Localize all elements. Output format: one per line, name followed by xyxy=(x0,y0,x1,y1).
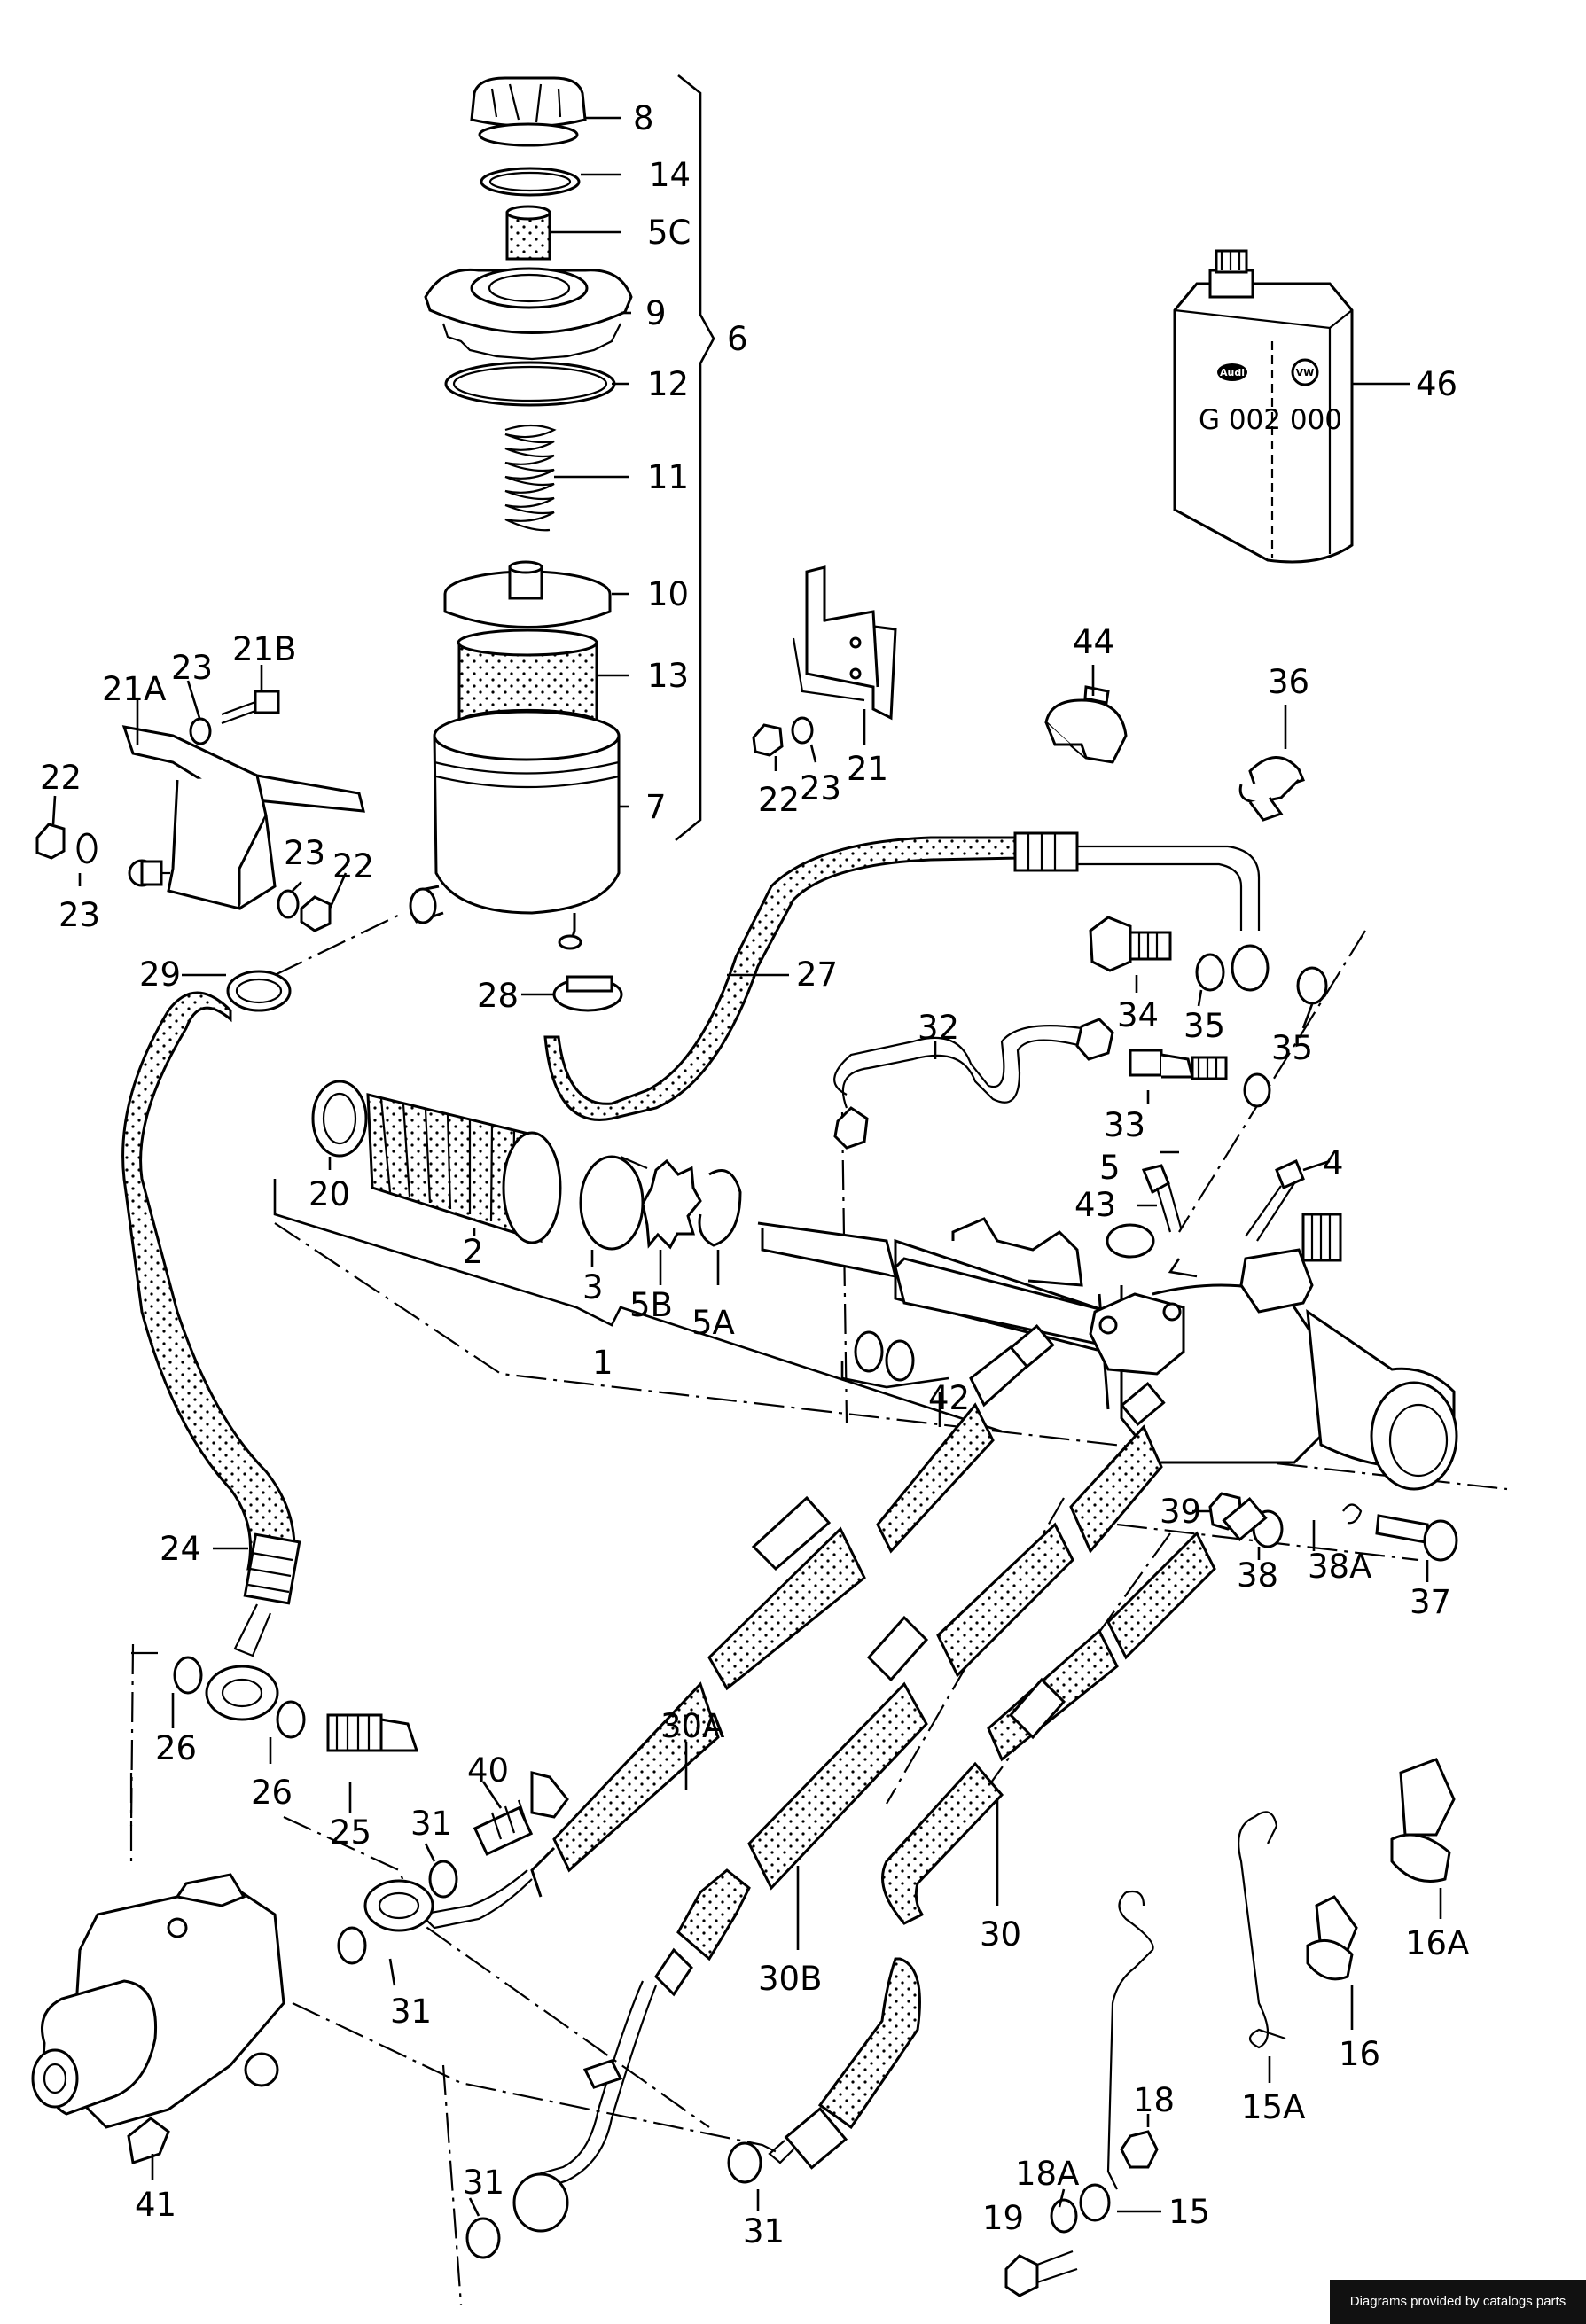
label-6: 6 xyxy=(727,320,748,358)
filter-element xyxy=(457,628,598,737)
reservoir-body xyxy=(409,710,621,950)
clamp-44 xyxy=(1044,665,1128,764)
label-22-bracket: 22 xyxy=(758,781,800,819)
can-logo-right: VW xyxy=(1296,367,1315,378)
label-35-right: 35 xyxy=(1271,1029,1313,1067)
retaining-clips xyxy=(1004,1758,1456,2297)
label-7: 7 xyxy=(645,788,667,826)
label-25: 25 xyxy=(330,1813,371,1852)
sealing-ring xyxy=(444,361,616,407)
label-31-c: 31 xyxy=(463,2164,504,2202)
pipe-32 xyxy=(833,1018,1271,1150)
label-23-top: 23 xyxy=(171,649,213,687)
spring xyxy=(504,424,557,532)
label-31-b: 31 xyxy=(390,1993,432,2031)
label-38: 38 xyxy=(1237,1556,1278,1595)
label-21b: 21B xyxy=(232,630,296,668)
label-36: 36 xyxy=(1268,663,1309,701)
label-5b: 5B xyxy=(629,1286,673,1324)
bracket-21a-group xyxy=(35,665,365,932)
label-5a: 5A xyxy=(691,1304,735,1342)
clamp-28 xyxy=(521,975,623,1012)
bracket-21-group xyxy=(752,565,897,771)
clamp-36 xyxy=(1238,705,1306,822)
label-33: 33 xyxy=(1104,1106,1145,1144)
label-5: 5 xyxy=(1099,1149,1121,1187)
label-32: 32 xyxy=(918,1009,959,1047)
label-21: 21 xyxy=(847,750,888,788)
label-24: 24 xyxy=(160,1530,201,1568)
hose-30b xyxy=(512,1381,1166,2233)
hose-30 xyxy=(768,1496,1268,2170)
label-2: 2 xyxy=(463,1233,484,1271)
reservoir-lid xyxy=(424,267,633,361)
hose-30a xyxy=(363,1323,1055,1932)
label-30a: 30A xyxy=(660,1707,724,1745)
label-42: 42 xyxy=(928,1379,970,1417)
oil-can: Audi VW G 002 000 xyxy=(1173,249,1410,564)
power-steering-pump xyxy=(31,1873,285,2180)
label-44: 44 xyxy=(1073,623,1114,661)
label-5c: 5C xyxy=(647,214,691,252)
label-23-bracket: 23 xyxy=(800,769,841,807)
label-23-left: 23 xyxy=(59,896,100,934)
label-18: 18 xyxy=(1133,2081,1175,2119)
can-code: G 002 000 xyxy=(1199,404,1342,436)
label-43: 43 xyxy=(1074,1186,1116,1224)
reservoir-cap xyxy=(470,76,587,147)
boot-parts xyxy=(273,1080,1003,1433)
label-22-right: 22 xyxy=(332,847,374,885)
label-31-d: 31 xyxy=(743,2212,785,2250)
label-27: 27 xyxy=(796,955,838,994)
label-9: 9 xyxy=(645,294,667,332)
label-28: 28 xyxy=(477,977,519,1015)
label-37: 37 xyxy=(1410,1583,1451,1621)
fittings-left xyxy=(171,1656,762,2259)
label-23-right: 23 xyxy=(284,834,325,872)
part-labels: 8 14 5C 9 6 12 11 10 13 7 46 44 36 21B 2… xyxy=(40,99,1469,2250)
label-15a: 15A xyxy=(1241,2088,1305,2126)
label-39: 39 xyxy=(1160,1493,1201,1531)
label-21a: 21A xyxy=(102,670,166,708)
label-19: 19 xyxy=(982,2199,1024,2237)
label-35-left: 35 xyxy=(1184,1007,1225,1045)
label-11: 11 xyxy=(647,458,689,496)
label-13: 13 xyxy=(647,657,689,695)
label-34: 34 xyxy=(1117,996,1159,1034)
label-18a: 18A xyxy=(1015,2155,1079,2193)
label-12: 12 xyxy=(647,365,689,403)
label-38a: 38A xyxy=(1308,1548,1371,1586)
label-14: 14 xyxy=(649,156,691,194)
label-4: 4 xyxy=(1323,1144,1344,1182)
label-26-right: 26 xyxy=(251,1774,293,1812)
label-16a: 16A xyxy=(1405,1924,1469,1962)
footer-credit: Diagrams provided by catalogs parts xyxy=(1330,2280,1586,2324)
label-1: 1 xyxy=(592,1344,613,1382)
label-41: 41 xyxy=(135,2186,176,2224)
label-30b: 30B xyxy=(758,1960,822,1998)
label-3: 3 xyxy=(582,1268,604,1306)
label-10: 10 xyxy=(647,575,689,613)
label-16: 16 xyxy=(1339,2035,1380,2073)
label-22-left: 22 xyxy=(40,759,82,797)
steering-rack xyxy=(757,1150,1458,1582)
label-26-left: 26 xyxy=(155,1729,197,1767)
filter-element-small xyxy=(505,205,551,261)
label-8: 8 xyxy=(633,99,654,137)
label-15: 15 xyxy=(1168,2193,1210,2231)
label-40: 40 xyxy=(467,1751,509,1790)
label-29: 29 xyxy=(139,955,181,994)
feed-hose-24 xyxy=(121,970,301,1657)
label-46: 46 xyxy=(1416,365,1457,403)
return-hose-27 xyxy=(543,831,1328,1121)
filter-plate xyxy=(443,560,612,628)
label-31-a: 31 xyxy=(410,1805,452,1843)
label-20: 20 xyxy=(309,1175,350,1213)
label-30: 30 xyxy=(980,1915,1021,1954)
reservoir-leaders xyxy=(551,74,715,842)
reservoir-assembly xyxy=(409,76,633,950)
can-logo-left: Audi xyxy=(1220,367,1245,378)
